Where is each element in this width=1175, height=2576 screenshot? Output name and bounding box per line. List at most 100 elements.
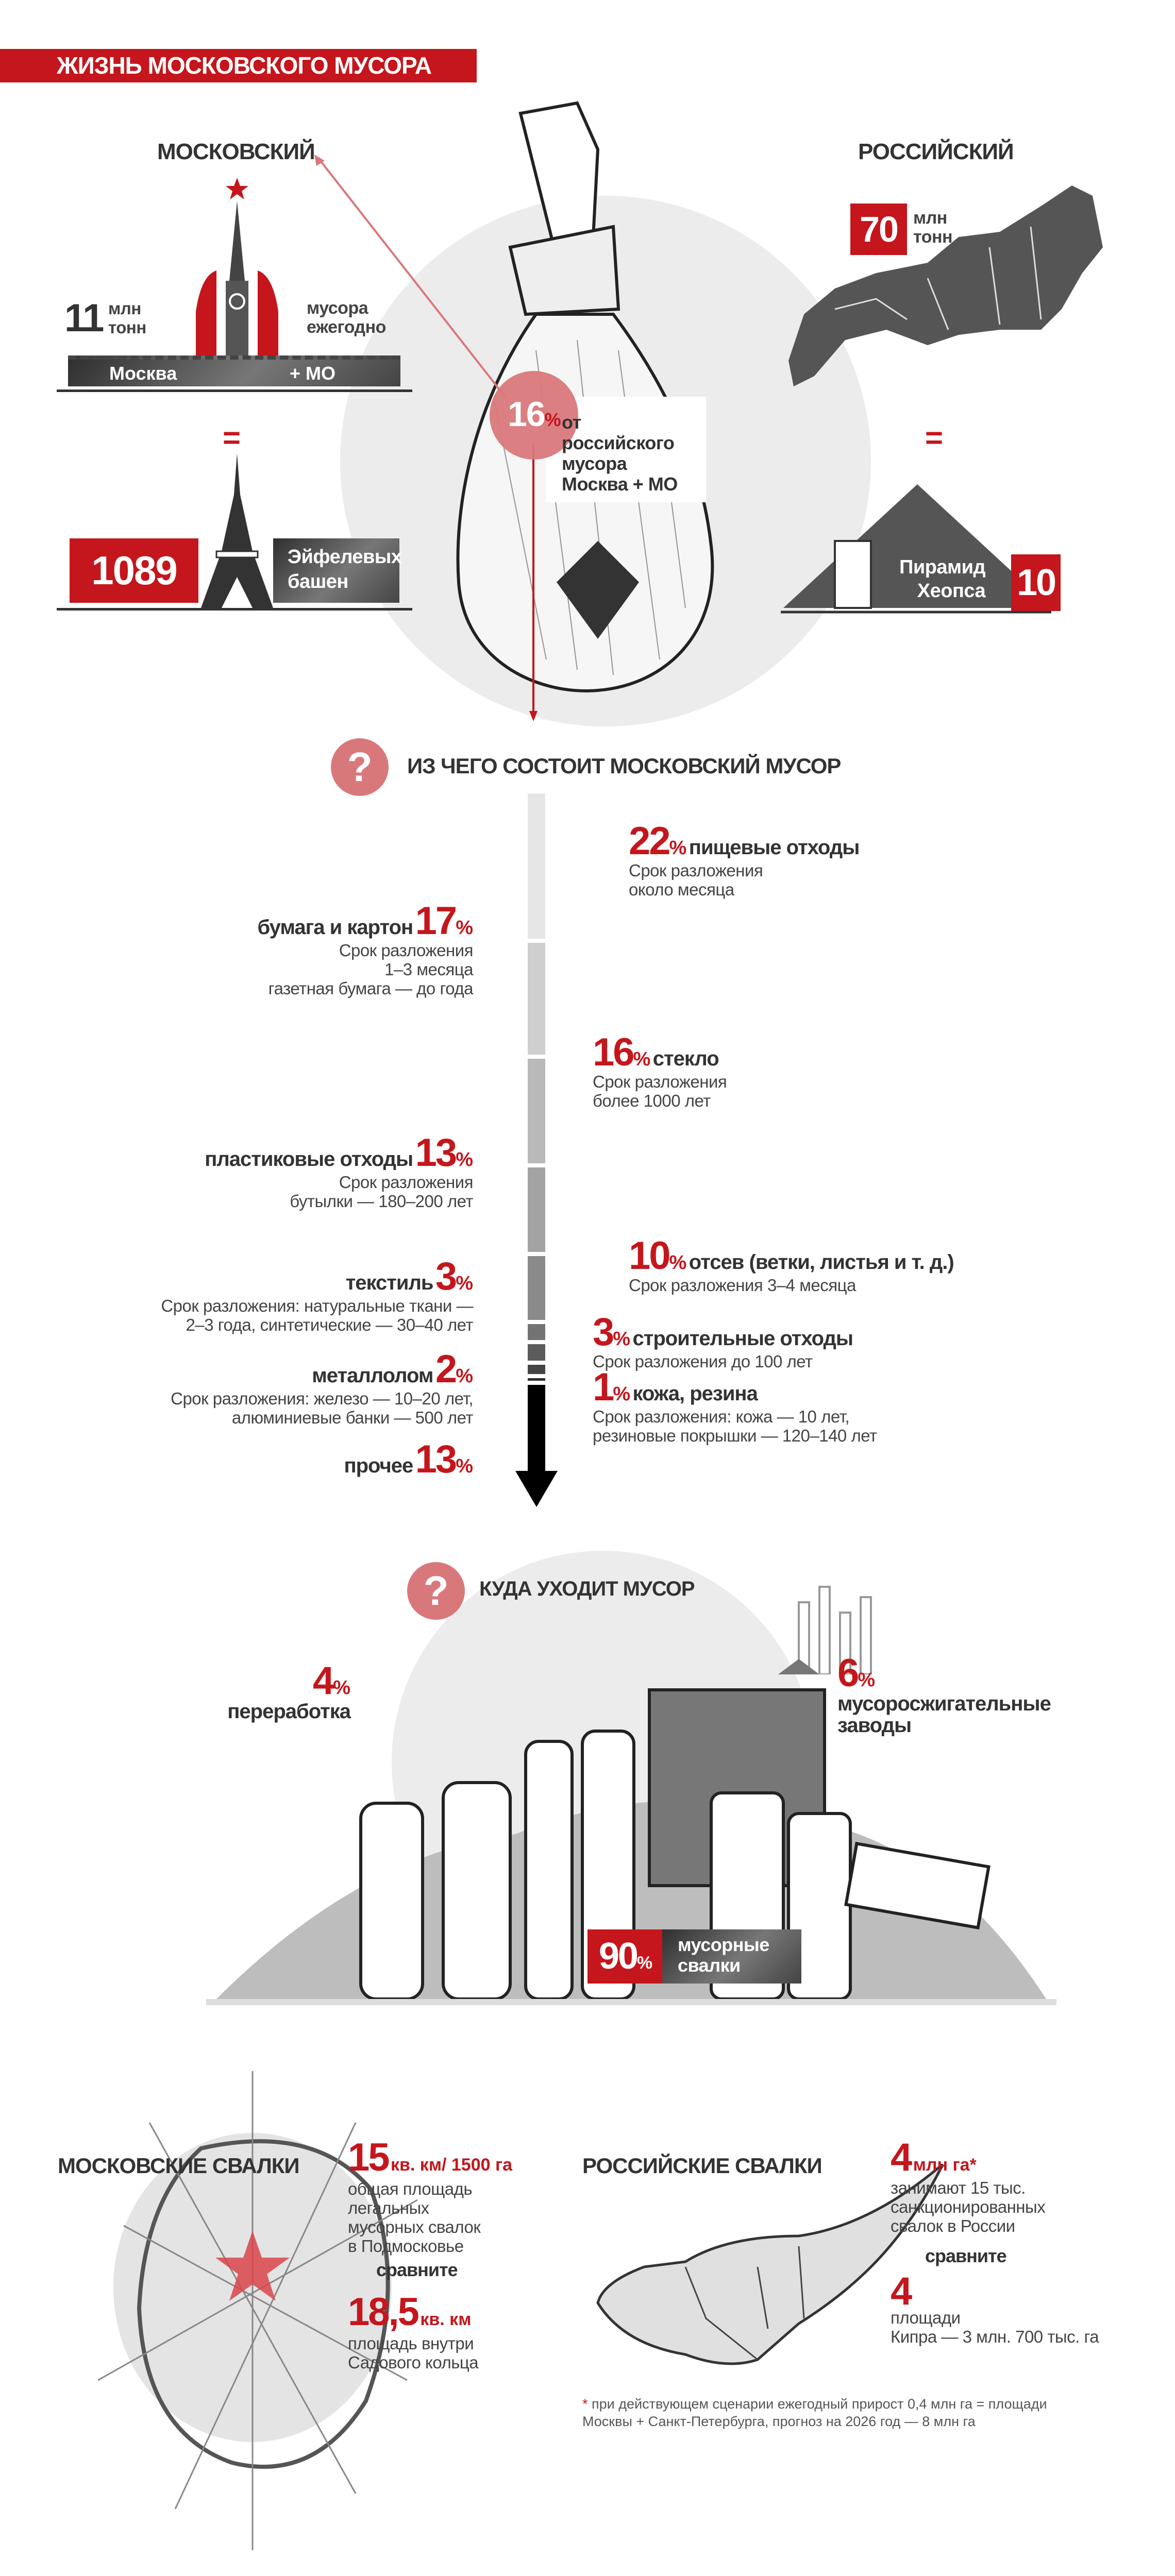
eiffel-tower-icon — [201, 453, 273, 608]
share-circle — [490, 371, 578, 460]
item-detail: Срок разложения: железо — 10–20 лет, алю… — [171, 1389, 473, 1427]
item-detail: Срок разложения около месяца — [629, 861, 763, 899]
trash-pile-illustration — [206, 1688, 1056, 2005]
composition-bar-segment — [528, 793, 545, 939]
composition-item-leather: 1% кожа, резина Срок разложения: кожа — … — [593, 1365, 877, 1446]
item-pct: % — [669, 1252, 687, 1274]
pyramid-count: 10 — [1016, 562, 1056, 603]
composition-bar-segment — [528, 1364, 545, 1375]
moscow-map — [98, 2071, 418, 2550]
item-label: металлолом — [312, 1364, 433, 1387]
item-value: 3 — [435, 1255, 457, 1298]
russian-landfills-text: занимают 15 тыс. санкционированных свало… — [891, 2178, 1046, 2235]
item-value: 10 — [629, 1234, 671, 1278]
landfills-label: мусорные свалки — [662, 1929, 801, 1984]
item-detail: Срок разложения более 1000 лет — [593, 1072, 727, 1110]
pyramid-label: Пирамид Хеопса — [899, 556, 986, 602]
item-detail: Срок разложения до 100 лет — [593, 1352, 813, 1371]
page-title: ЖИЗНЬ МОСКОВСКОГО МУСОРА — [0, 49, 477, 82]
composition-bar-segment — [528, 1378, 545, 1381]
destination-title: КУДА УХОДИТ МУСОР — [479, 1578, 695, 1600]
item-pct: % — [456, 1273, 473, 1294]
item-detail: Срок разложения 1–3 месяца газетная бума… — [268, 941, 474, 998]
item-pct: % — [613, 1383, 631, 1405]
share-pct: % — [544, 409, 561, 430]
recycling-value: 4 — [312, 1659, 334, 1703]
composition-bar-segment — [528, 1256, 545, 1320]
item-detail: Срок разложения: кожа — 10 лет, резиновы… — [593, 1407, 877, 1445]
moscow-baseline — [57, 389, 412, 392]
item-label: прочее — [344, 1454, 413, 1477]
item-label: текстиль — [345, 1272, 434, 1294]
composition-bar-segment — [528, 943, 545, 1055]
moscow-landfills-compare-line: 18,5 кв. км — [348, 2293, 471, 2332]
incineration-label: мусоросжигательные заводы — [837, 1692, 1051, 1737]
recycling-label: переработка — [227, 1700, 351, 1723]
item-detail: Срок разложения бутылки — 180–200 лет — [290, 1173, 473, 1211]
item-value: 16 — [593, 1030, 635, 1074]
composition-item-textile: текстиль 3% Срок разложения: натуральные… — [161, 1255, 473, 1335]
moscow-compare-unit: кв. км — [420, 2310, 472, 2329]
eiffel-count-box: 1089 — [70, 538, 198, 603]
composition-bar — [528, 793, 545, 1473]
landfills-pct: % — [636, 1953, 652, 1973]
composition-item-green: 10% отсев (ветки, листья и т. д.) Срок р… — [629, 1236, 954, 1295]
item-label: строительные отходы — [632, 1327, 854, 1350]
footnote-text: при действующем сценарии ежегодный приро… — [582, 2396, 1047, 2429]
composition-item-other: прочее 13% — [344, 1440, 473, 1479]
item-detail: Срок разложения: натуральные ткани — 2–3… — [161, 1296, 473, 1334]
share-value: 16% — [508, 394, 561, 434]
russia-amount-box: 70 — [850, 204, 907, 255]
composition-item-plastic: пластиковые отходы 13% Срок разложения б… — [205, 1133, 473, 1211]
eiffel-label: Эйфелевых башен — [273, 538, 402, 603]
moscow-amount: 11 — [64, 296, 104, 340]
russian-landfills-value: 4 — [891, 2136, 912, 2179]
russia-heading: РОССИЙСКИЙ — [858, 139, 1014, 164]
composition-bar-segment — [528, 1324, 545, 1341]
moscow-landfills-value: 15 — [348, 2136, 390, 2179]
moscow-heading: МОСКОВСКИЙ — [157, 139, 315, 164]
share-text: от российского мусора Москва + МО — [562, 412, 678, 495]
item-value: 3 — [593, 1310, 614, 1354]
item-pct: % — [669, 837, 687, 859]
item-label: кожа, резина — [632, 1382, 758, 1405]
russia-map — [788, 185, 1103, 386]
item-pct: % — [613, 1328, 631, 1350]
moscow-landfills-unit: кв. км/ 1500 га — [391, 2155, 513, 2175]
item-pct: % — [456, 1455, 473, 1477]
russian-landfills-heading: РОССИЙСКИЕ СВАЛКИ — [582, 2154, 822, 2178]
russia-equals: = — [925, 420, 944, 455]
item-label: бумага и картон — [257, 916, 413, 939]
item-value: 1 — [593, 1365, 614, 1409]
footnote-star: * — [582, 2396, 588, 2412]
russian-landfills-compare: сравните — [925, 2245, 1007, 2266]
eiffel-count: 1089 — [91, 548, 178, 593]
item-pct: % — [456, 1365, 473, 1387]
composition-item-construction: 3% строительные отходы Срок разложения д… — [593, 1313, 853, 1371]
pyramid-icon — [781, 484, 1051, 614]
destination-recycling: 4% переработка — [227, 1659, 351, 1723]
moscow-compare-value: 18,5 — [348, 2290, 419, 2334]
composition-question-icon: ? — [331, 738, 389, 796]
moscow-bar-left-label: Москва — [109, 363, 177, 384]
composition-bar-segment — [528, 1344, 545, 1361]
item-label: отсев (ветки, листья и т. д.) — [689, 1251, 954, 1274]
moscow-unit: млн тонн — [108, 299, 146, 337]
item-value: 22 — [629, 819, 671, 863]
moscow-landfills-compare-text: площадь внутри Садового кольца — [348, 2334, 479, 2372]
destination-incineration: 6% мусоросжигательные заводы — [837, 1654, 1051, 1737]
kremlin-tower-icon — [196, 178, 278, 363]
composition-item-food: 22% пищевые отходы Срок разложения около… — [629, 819, 860, 900]
pyramid-count-box: 10 — [1011, 554, 1061, 611]
landfills-value: 90 — [598, 1936, 639, 1977]
composition-title: ИЗ ЧЕГО СОСТОИТ МОСКОВСКИЙ МУСОР — [407, 754, 841, 778]
landfills-value-box: 90% — [588, 1929, 662, 1984]
pointer-line — [314, 155, 538, 721]
destination-question-icon: ? — [407, 1562, 465, 1620]
composition-bar-segment — [528, 1167, 545, 1252]
item-label: пищевые отходы — [689, 836, 860, 859]
moscow-bar-right-label: + МО — [290, 363, 336, 384]
item-pct: % — [633, 1048, 651, 1070]
item-value: 13 — [415, 1131, 458, 1175]
eiffel-baseline — [57, 608, 412, 611]
